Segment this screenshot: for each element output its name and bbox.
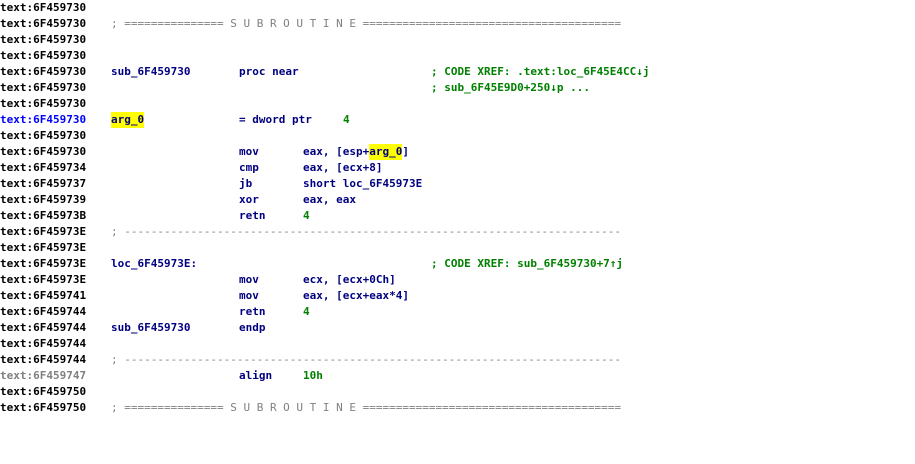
xref-comment[interactable]: ; sub_6F45E9D0+250↓p ... — [431, 81, 590, 94]
subroutine-separator: ; =============== S U B R O U T I N E ==… — [111, 17, 621, 30]
address-selected: text:6F459730 — [0, 113, 87, 126]
instruction-mnemonic: retn — [239, 209, 266, 222]
listing-line-9[interactable]: text:6F459730 — [0, 128, 915, 144]
code-separator: ; --------------------------------------… — [111, 225, 621, 238]
disassembly-listing[interactable]: text:6F459730 text:6F459730 ; ==========… — [0, 0, 915, 420]
listing-line-1[interactable]: text:6F459730 — [0, 0, 915, 16]
operand-prefix: eax, [esp+ — [303, 145, 370, 158]
instruction-mnemonic: jb — [239, 177, 253, 190]
instruction-mnemonic: xor — [239, 193, 259, 206]
address: text:6F459730 — [0, 33, 87, 46]
listing-line-3[interactable]: text:6F459730 — [0, 32, 915, 48]
listing-line-10[interactable]: text:6F459730 mov eax, [esp+arg_0] — [0, 144, 915, 160]
directive: proc near — [239, 65, 299, 78]
address: text:6F459741 — [0, 289, 87, 302]
instruction-mnemonic: cmp — [239, 161, 259, 174]
address: text:6F459730 — [0, 81, 87, 94]
instruction-operands[interactable]: eax, [ecx+eax*4] — [303, 289, 409, 302]
listing-line-26[interactable]: text:6F459750 ; =============== S U B R … — [0, 400, 915, 416]
xref-comment[interactable]: ; CODE XREF: .text:loc_6F45E4CC↓j — [431, 65, 650, 78]
address: text:6F459744 — [0, 353, 87, 366]
address: text:6F45973E — [0, 225, 87, 238]
instruction-mnemonic: mov — [239, 289, 259, 302]
listing-line-5[interactable]: text:6F459730 sub_6F459730 proc near ; C… — [0, 64, 915, 80]
jump-target[interactable]: short loc_6F45973E — [303, 177, 423, 190]
address: text:6F459744 — [0, 305, 87, 318]
instruction-operands[interactable]: eax, [esp+arg_0] — [303, 144, 409, 160]
instruction-operands[interactable]: 4 — [303, 209, 310, 222]
listing-line-7[interactable]: text:6F459730 — [0, 96, 915, 112]
code-separator: ; --------------------------------------… — [111, 353, 621, 366]
address: text:6F459730 — [0, 97, 87, 110]
operand-highlighted-var[interactable]: arg_0 — [369, 144, 403, 160]
proc-name[interactable]: sub_6F459730 — [111, 65, 191, 78]
directive: align — [239, 369, 273, 382]
listing-line-12[interactable]: text:6F459737 jb short loc_6F45973E — [0, 176, 915, 192]
address: text:6F459730 — [0, 17, 87, 30]
address: text:6F459739 — [0, 193, 87, 206]
listing-line-25[interactable]: text:6F459750 — [0, 384, 915, 400]
listing-line-16[interactable]: text:6F45973E — [0, 240, 915, 256]
instruction-mnemonic: mov — [239, 273, 259, 286]
proc-name[interactable]: sub_6F459730 — [111, 321, 191, 334]
listing-line-8[interactable]: text:6F459730 arg_0 = dword ptr 4 — [0, 112, 915, 128]
address: text:6F459750 — [0, 401, 87, 414]
address: text:6F45973B — [0, 209, 87, 222]
address: text:6F459730 — [0, 49, 87, 62]
listing-line-11[interactable]: text:6F459734 cmp eax, [ecx+8] — [0, 160, 915, 176]
address: text:6F459750 — [0, 385, 87, 398]
stack-var-name[interactable]: arg_0 — [111, 112, 145, 128]
listing-line-23[interactable]: text:6F459744 ; ------------------------… — [0, 352, 915, 368]
instruction-operands[interactable]: eax, [ecx+8] — [303, 161, 383, 174]
listing-line-13[interactable]: text:6F459739 xor eax, eax — [0, 192, 915, 208]
listing-line-4[interactable]: text:6F459730 — [0, 48, 915, 64]
address: text:6F45973E — [0, 241, 87, 254]
instruction-mnemonic: mov — [239, 145, 259, 158]
address: text:6F45973E — [0, 273, 87, 286]
instruction-mnemonic: retn — [239, 305, 266, 318]
instruction-operands[interactable]: eax, eax — [303, 193, 356, 206]
listing-line-17[interactable]: text:6F45973E loc_6F45973E: ; CODE XREF:… — [0, 256, 915, 272]
listing-line-20[interactable]: text:6F459744 retn 4 — [0, 304, 915, 320]
directive-operand: 10h — [303, 369, 323, 382]
address: text:6F45973E — [0, 257, 87, 270]
instruction-operands[interactable]: 4 — [303, 305, 310, 318]
listing-line-18[interactable]: text:6F45973E mov ecx, [ecx+0Ch] — [0, 272, 915, 288]
var-offset: 4 — [343, 113, 350, 126]
var-definition: = dword ptr — [239, 113, 312, 126]
address: text:6F459747 — [0, 369, 87, 382]
address: text:6F459734 — [0, 161, 87, 174]
listing-line-24[interactable]: text:6F459747 align 10h — [0, 368, 915, 384]
address: text:6F459730 — [0, 65, 87, 78]
directive: endp — [239, 321, 266, 334]
address: text:6F459730 — [0, 1, 87, 14]
loc-label[interactable]: loc_6F45973E: — [111, 257, 198, 270]
address: text:6F459744 — [0, 337, 87, 350]
instruction-operands[interactable]: ecx, [ecx+0Ch] — [303, 273, 396, 286]
address: text:6F459730 — [0, 145, 87, 158]
listing-line-19[interactable]: text:6F459741 mov eax, [ecx+eax*4] — [0, 288, 915, 304]
address: text:6F459737 — [0, 177, 87, 190]
xref-comment[interactable]: ; CODE XREF: sub_6F459730+7↑j — [431, 257, 624, 270]
listing-line-21[interactable]: text:6F459744 sub_6F459730 endp — [0, 320, 915, 336]
address: text:6F459730 — [0, 129, 87, 142]
address: text:6F459744 — [0, 321, 87, 334]
listing-line-22[interactable]: text:6F459744 — [0, 336, 915, 352]
operand-suffix: ] — [402, 145, 409, 158]
listing-line-6[interactable]: text:6F459730 ; sub_6F45E9D0+250↓p ... — [0, 80, 915, 96]
listing-line-14[interactable]: text:6F45973B retn 4 — [0, 208, 915, 224]
subroutine-separator: ; =============== S U B R O U T I N E ==… — [111, 401, 621, 414]
listing-line-2[interactable]: text:6F459730 ; =============== S U B R … — [0, 16, 915, 32]
listing-line-15[interactable]: text:6F45973E ; ------------------------… — [0, 224, 915, 240]
